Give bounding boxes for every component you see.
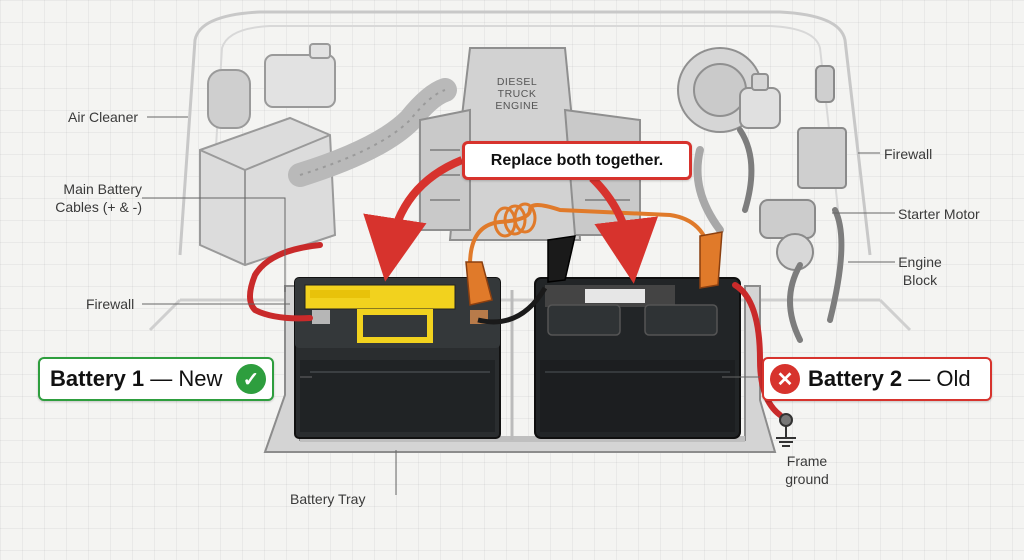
label-firewall-right: Firewall [884,146,933,162]
label-frame-ground: Frame ground [785,453,829,487]
check-icon: ✓ [236,364,266,394]
intake-hose [288,78,457,187]
engine-stamp: DIESEL TRUCK ENGINE [495,76,539,112]
engine-block [419,47,641,241]
label-battery-tray: Battery Tray [290,491,366,507]
label-starter-motor: Starter Motor [898,206,980,222]
battery-1-name: Battery 1 [50,366,145,391]
battery-1-badge: Battery 1 — New ✓ [38,357,274,401]
battery-1-status: New [178,366,223,391]
air-cleaner [199,69,337,267]
battery-2-name: Battery 2 [808,366,903,391]
brake-booster [677,47,781,133]
arrow-to-battery-1 [363,156,464,282]
label-main-battery-cables: Main Battery Cables (+ & -) [55,181,142,215]
fuse-box [797,65,847,189]
battery-1-graphic [294,277,501,439]
clamp-orange-right [699,231,723,289]
x-icon: ✕ [770,364,800,394]
arrow-to-battery-2 [589,175,658,284]
battery-2-graphic [534,277,741,439]
label-engine-block: Engine Block [898,254,942,288]
label-air-cleaner: Air Cleaner [68,109,139,125]
replace-callout: Replace both together. [462,141,692,180]
coolant-reservoir [264,43,336,108]
label-firewall-left: Firewall [86,296,135,312]
clamp-black [547,235,576,283]
battery-2-badge: ✕ Battery 2 — Old [762,357,992,401]
ground-symbol [776,413,796,447]
cable-coil [493,202,537,238]
main-cable-red [247,242,323,322]
leader-lines [142,116,895,495]
hood-outline [178,10,872,256]
battery-2-status: Old [936,366,971,391]
starter-motor [759,199,816,271]
jumper-cable-orange [468,203,712,266]
battery-tray [263,285,777,453]
clamp-orange-left [465,261,493,306]
ground-cable-red [732,282,783,418]
